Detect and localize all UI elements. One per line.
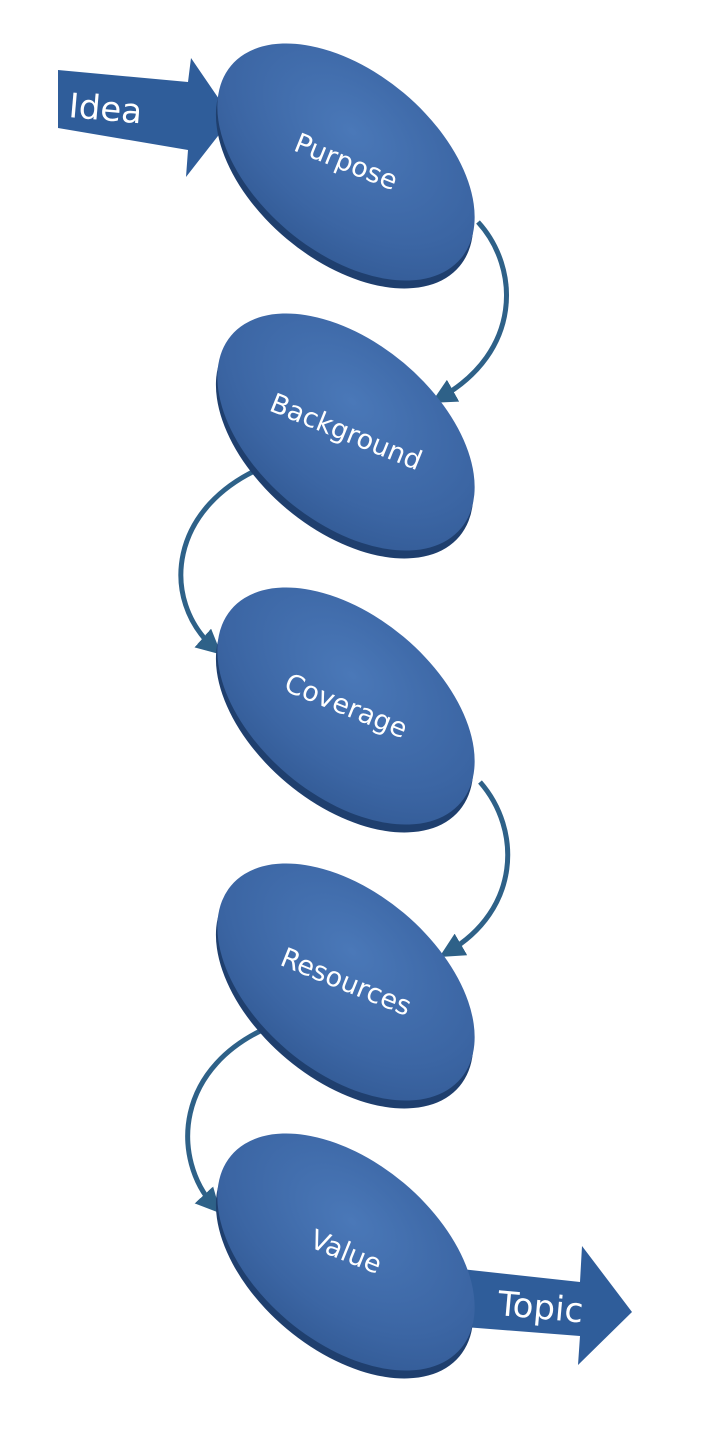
output-arrow: Topic	[452, 1246, 632, 1365]
connector-background-to-coverage	[178, 462, 269, 655]
input-arrow: Idea	[58, 58, 232, 177]
input-arrow-label: Idea	[67, 86, 144, 132]
output-arrow-shape	[452, 1246, 632, 1365]
step-purpose: Purpose	[215, 43, 475, 289]
steps: Purpose Background Coverage Resources Va…	[215, 43, 475, 1379]
step-background-face	[217, 313, 475, 551]
output-arrow-label: Topic	[495, 1284, 585, 1331]
step-resources: Resources	[215, 863, 475, 1109]
step-coverage-face	[217, 587, 475, 825]
input-arrow-shape	[58, 58, 232, 177]
step-coverage: Coverage	[215, 587, 475, 833]
connector-purpose-to-background	[431, 220, 509, 403]
connector-resources-to-value	[185, 1021, 277, 1214]
step-value-face	[217, 1133, 475, 1371]
step-value: Value	[215, 1133, 475, 1379]
connector-coverage-to-resources	[439, 780, 511, 958]
step-purpose-face	[217, 43, 475, 281]
connectors	[178, 220, 511, 1214]
step-background: Background	[215, 313, 475, 559]
step-resources-face	[217, 863, 475, 1101]
